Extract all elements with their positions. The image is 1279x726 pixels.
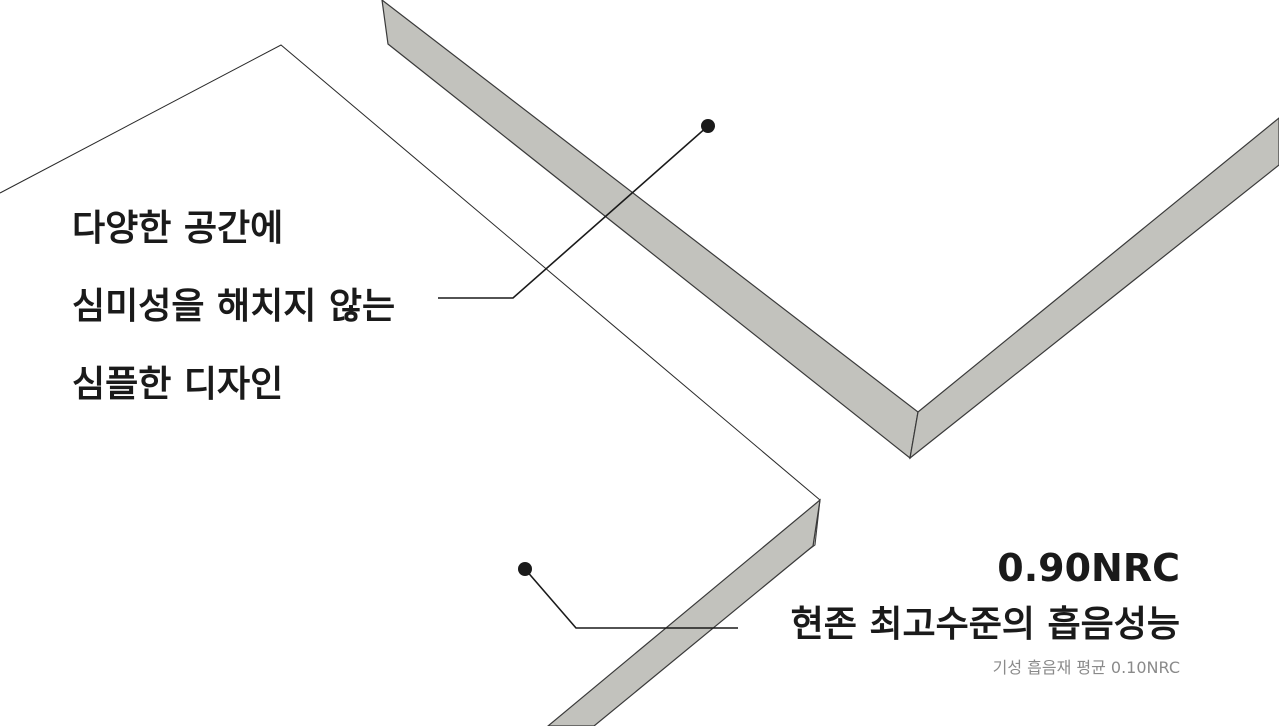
performance-title: 현존 최고수준의 흡음성능 xyxy=(790,604,1180,645)
performance-callout-line xyxy=(524,568,738,629)
design-headline: 다양한 공간에 심미성을 해치지 않는 심플한 디자인 xyxy=(72,190,395,424)
headline-line-3: 심플한 디자인 xyxy=(72,364,284,405)
nrc-value: 0.90NRC xyxy=(997,546,1180,590)
headline-line-2: 심미성을 해치지 않는 xyxy=(72,286,396,327)
performance-callout-dot xyxy=(518,562,532,576)
acoustic-spec-block: 0.90NRC 현존 최고수준의 흡음성능 기성 흡음재 평균 0.10NRC xyxy=(791,540,1180,680)
lower-panel-outline xyxy=(0,44,821,501)
headline-line-1: 다양한 공간에 xyxy=(72,208,284,249)
upper-panel-short-edge xyxy=(909,117,1279,460)
upper-panel-long-edge xyxy=(381,0,919,460)
design-callout-line xyxy=(438,125,709,299)
lower-panel-long-edge xyxy=(547,498,821,726)
comparison-note: 기성 흡음재 평균 0.10NRC xyxy=(992,658,1180,677)
design-callout-dot xyxy=(701,119,715,133)
